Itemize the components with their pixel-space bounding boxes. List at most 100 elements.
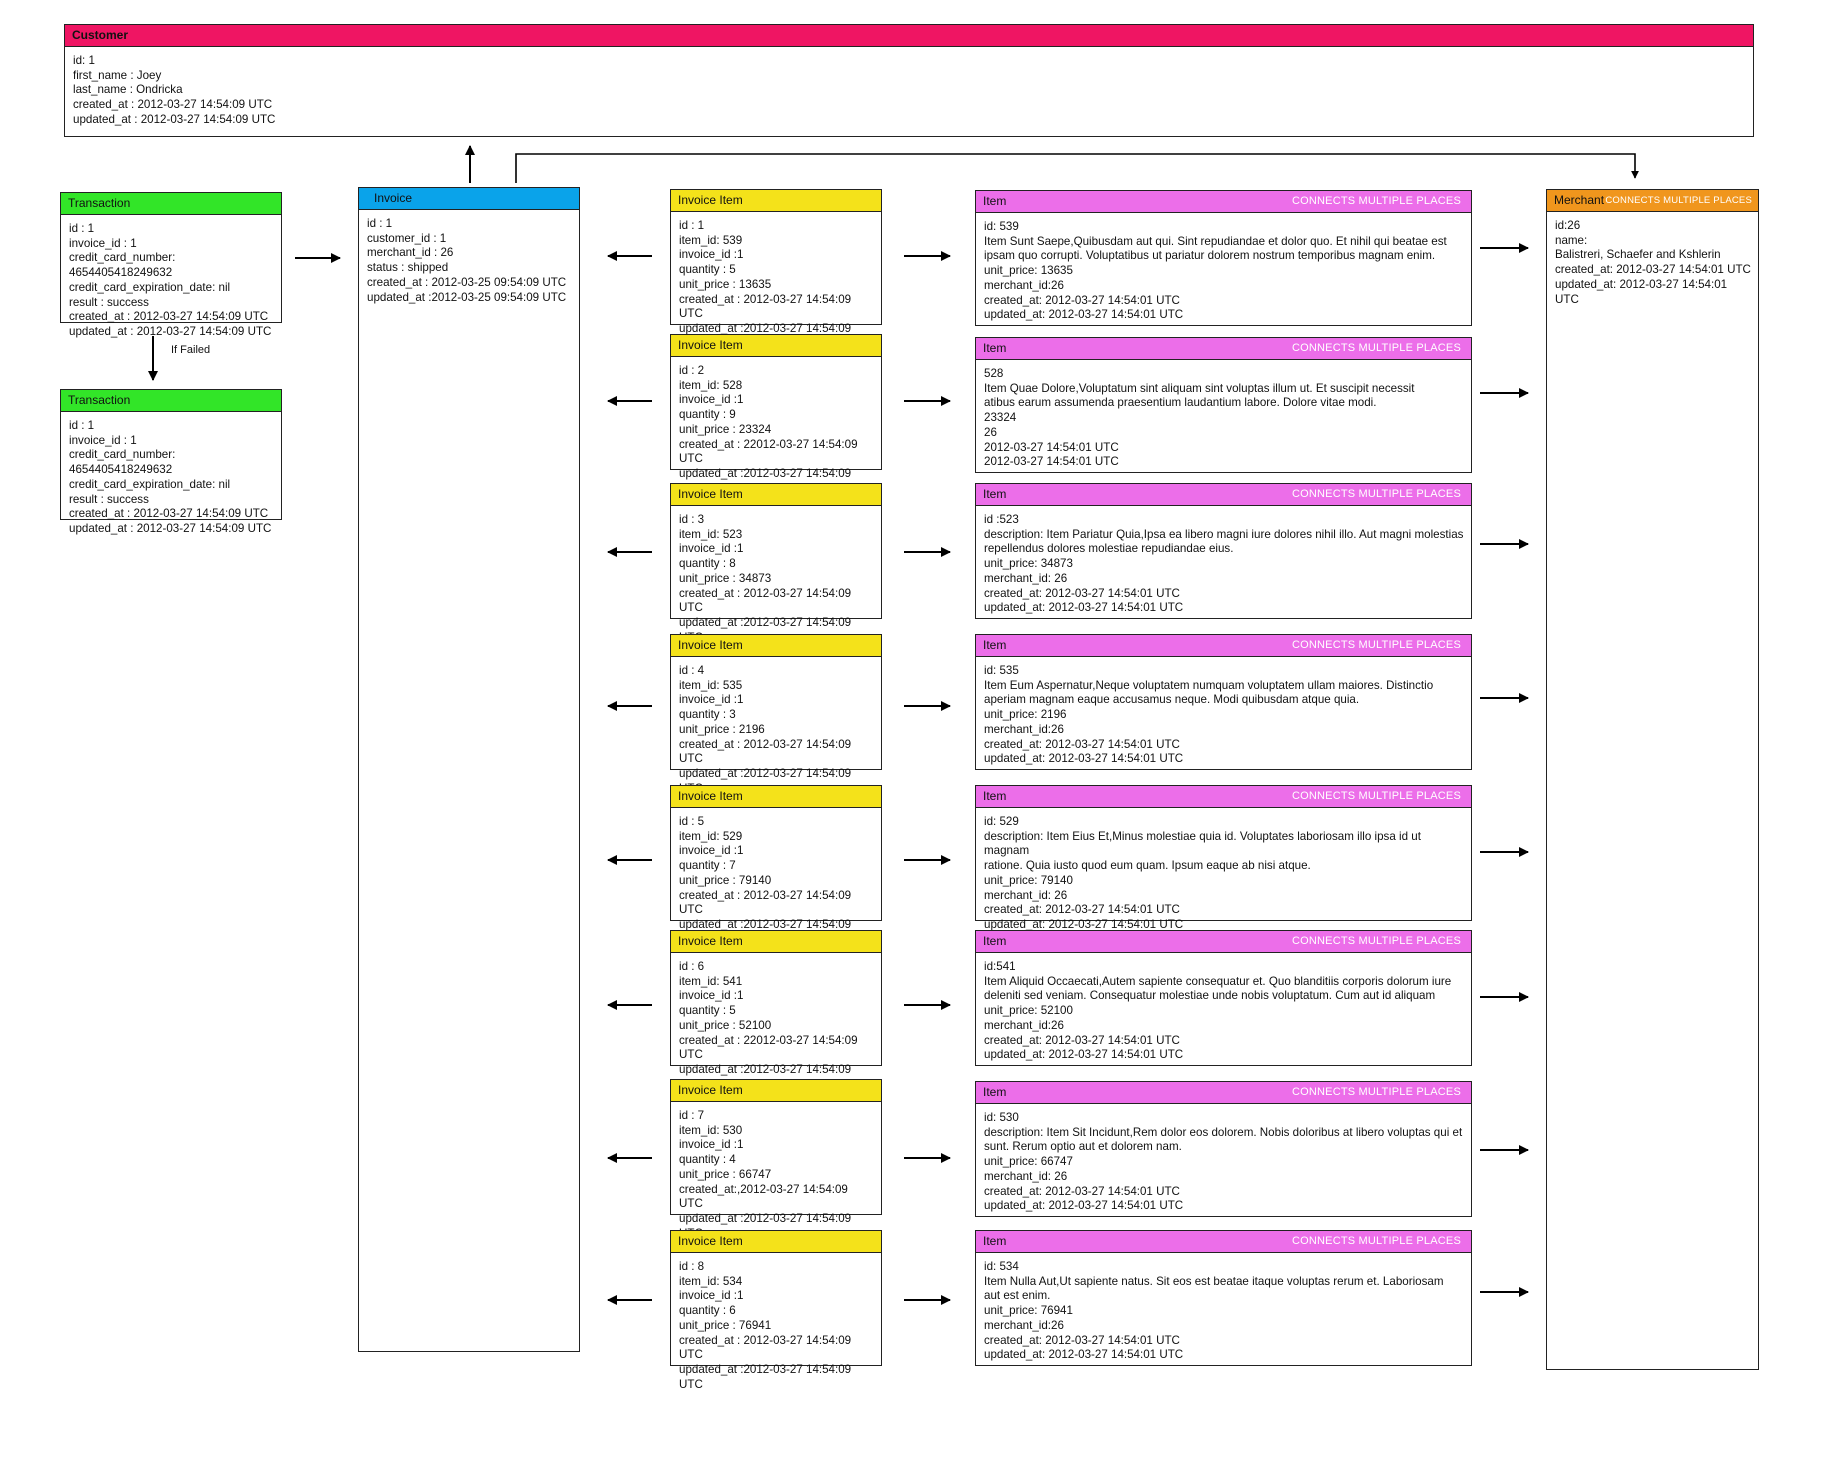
field: invoice_id : 1 bbox=[69, 433, 137, 447]
field: id : 7 bbox=[679, 1109, 705, 1122]
field: updated_at : 2012-03-27 14:54:09 UTC bbox=[73, 112, 276, 126]
item-title: Item bbox=[983, 194, 1007, 208]
field: quantity : 7 bbox=[679, 859, 736, 873]
connects-multiple-places-tag: CONNECTS MULTIPLE PLACES bbox=[1291, 790, 1461, 802]
field: id : 6 bbox=[679, 960, 705, 973]
invoice-item-header: Invoice Item bbox=[671, 931, 881, 953]
field: id : 3 bbox=[679, 513, 705, 526]
invoice-item-fields: id : 2 item_id: 528 invoice_id :1 quanti… bbox=[671, 357, 881, 496]
field: quantity : 6 bbox=[679, 1304, 736, 1318]
invoice-item-entity: Invoice Item id : 8 item_id: 534 invoice… bbox=[670, 1230, 882, 1391]
invoice-item-entity: Invoice Item id : 5 item_id: 529 invoice… bbox=[670, 785, 882, 946]
field: quantity : 9 bbox=[679, 408, 736, 422]
invoice-item-header: Invoice Item bbox=[671, 1231, 881, 1253]
field: id :523 bbox=[984, 513, 1019, 526]
field: unit_price: 66747 bbox=[984, 1155, 1073, 1169]
connects-multiple-places-tag: CONNECTS MULTIPLE PLACES bbox=[1291, 342, 1461, 354]
field: 2012-03-27 14:54:01 UTC bbox=[984, 455, 1119, 469]
invoice-item-fields: id : 1 item_id: 539 invoice_id :1 quanti… bbox=[671, 212, 881, 351]
field: unit_price: 79140 bbox=[984, 873, 1073, 887]
field: id : 1 bbox=[679, 219, 705, 232]
field: invoice_id :1 bbox=[679, 693, 744, 707]
field: updated_at: 2012-03-27 14:54:01 UTC bbox=[1555, 277, 1731, 306]
field: repellendus dolores molestiae repudianda… bbox=[984, 542, 1234, 556]
field: invoice_id :1 bbox=[679, 1289, 744, 1303]
field: created_at: 2012-03-27 14:54:01 UTC bbox=[984, 903, 1180, 917]
field: aperiam magnam eaque accusamus neque. Mo… bbox=[984, 693, 1360, 707]
field: description: Item Sit Incidunt,Rem dolor… bbox=[984, 1125, 1463, 1139]
field: created_at:,2012-03-27 14:54:09 UTC bbox=[679, 1182, 852, 1211]
field: credit_card_expiration_date: nil bbox=[69, 477, 231, 491]
field: merchant_id : 26 bbox=[367, 246, 454, 260]
field: id: 529 bbox=[984, 815, 1019, 828]
field: updated_at: 2012-03-27 14:54:01 UTC bbox=[984, 1199, 1184, 1213]
transaction-entity: Transaction id : 1 invoice_id : 1 credit… bbox=[60, 389, 282, 535]
field: created_at : 2012-03-27 14:54:09 UTC bbox=[679, 586, 855, 615]
field: invoice_id :1 bbox=[679, 1138, 744, 1152]
field: created_at: 2012-03-27 14:54:01 UTC bbox=[984, 737, 1180, 751]
field: Balistreri, Schaefer and Kshlerin bbox=[1555, 248, 1721, 262]
field: item_id: 534 bbox=[679, 1274, 743, 1288]
field: id : 2 bbox=[679, 364, 705, 377]
invoice-item-header: Invoice Item bbox=[671, 1080, 881, 1102]
field: updated_at: 2012-03-27 14:54:01 UTC bbox=[984, 917, 1184, 931]
field: unit_price: 76941 bbox=[984, 1304, 1073, 1318]
field: unit_price : 79140 bbox=[679, 873, 772, 887]
field: id: 530 bbox=[984, 1111, 1019, 1124]
field: unit_price : 13635 bbox=[679, 277, 772, 291]
customer-entity: Customer id: 1 first_name : Joey last_na… bbox=[64, 24, 1754, 137]
connects-multiple-places-tag: CONNECTS MULTIPLE PLACES bbox=[1291, 1086, 1461, 1098]
field: created_at: 2012-03-27 14:54:01 UTC bbox=[984, 586, 1180, 600]
field: unit_price : 34873 bbox=[679, 571, 772, 585]
field: created_at: 2012-03-27 14:54:01 UTC bbox=[984, 1033, 1180, 1047]
invoice-item-header: Invoice Item bbox=[671, 635, 881, 657]
field: sunt. Rerum optio aut et dolorem nam. bbox=[984, 1140, 1182, 1154]
field: id: 535 bbox=[984, 664, 1019, 677]
field: ratione. Quia iusto quod eum quam. Ipsum… bbox=[984, 859, 1311, 873]
field: item_id: 529 bbox=[679, 829, 743, 843]
field: updated_at: 2012-03-27 14:54:01 UTC bbox=[984, 752, 1184, 766]
field: invoice_id : 1 bbox=[69, 236, 137, 250]
field: merchant_id: 26 bbox=[984, 888, 1068, 902]
field: id:26 bbox=[1555, 219, 1581, 232]
field: item_id: 535 bbox=[679, 678, 743, 692]
transaction-header: Transaction bbox=[61, 193, 281, 215]
transaction-header: Transaction bbox=[61, 390, 281, 412]
field: item_id: 530 bbox=[679, 1123, 743, 1137]
field: id : 1 bbox=[69, 222, 95, 235]
field: unit_price : 23324 bbox=[679, 422, 772, 436]
merchant-title: Merchant bbox=[1554, 193, 1605, 207]
field: quantity : 3 bbox=[679, 708, 736, 722]
field: updated_at: 2012-03-27 14:54:01 UTC bbox=[984, 1048, 1184, 1062]
field: first_name : Joey bbox=[73, 68, 162, 82]
field: Item Sunt Saepe,Quibusdam aut qui. Sint … bbox=[984, 234, 1447, 248]
field: created_at: 2012-03-27 14:54:01 UTC bbox=[984, 1333, 1180, 1347]
field: id : 1 bbox=[367, 217, 393, 230]
field: updated_at: 2012-03-27 14:54:01 UTC bbox=[984, 1348, 1184, 1362]
field: created_at : 22012-03-27 14:54:09 UTC bbox=[679, 1033, 861, 1062]
field: invoice_id :1 bbox=[679, 844, 744, 858]
field: created_at: 2012-03-27 14:54:01 UTC bbox=[984, 1184, 1180, 1198]
invoice-item-entity: Invoice Item id : 6 item_id: 541 invoice… bbox=[670, 930, 882, 1091]
field: quantity : 5 bbox=[679, 1004, 736, 1018]
field: item_id: 523 bbox=[679, 527, 743, 541]
item-fields: id: 535 Item Eum Aspernatur,Neque volupt… bbox=[976, 657, 1471, 767]
field: invoice_id :1 bbox=[679, 248, 744, 262]
field: name: bbox=[1555, 233, 1588, 247]
field: created_at : 2012-03-27 14:54:09 UTC bbox=[69, 507, 269, 521]
connects-multiple-places-tag: CONNECTS MULTIPLE PLACES bbox=[1291, 639, 1461, 651]
item-title: Item bbox=[983, 934, 1007, 948]
field: Item Nulla Aut,Ut sapiente natus. Sit eo… bbox=[984, 1274, 1444, 1288]
item-fields: id: 534 Item Nulla Aut,Ut sapiente natus… bbox=[976, 1253, 1471, 1363]
